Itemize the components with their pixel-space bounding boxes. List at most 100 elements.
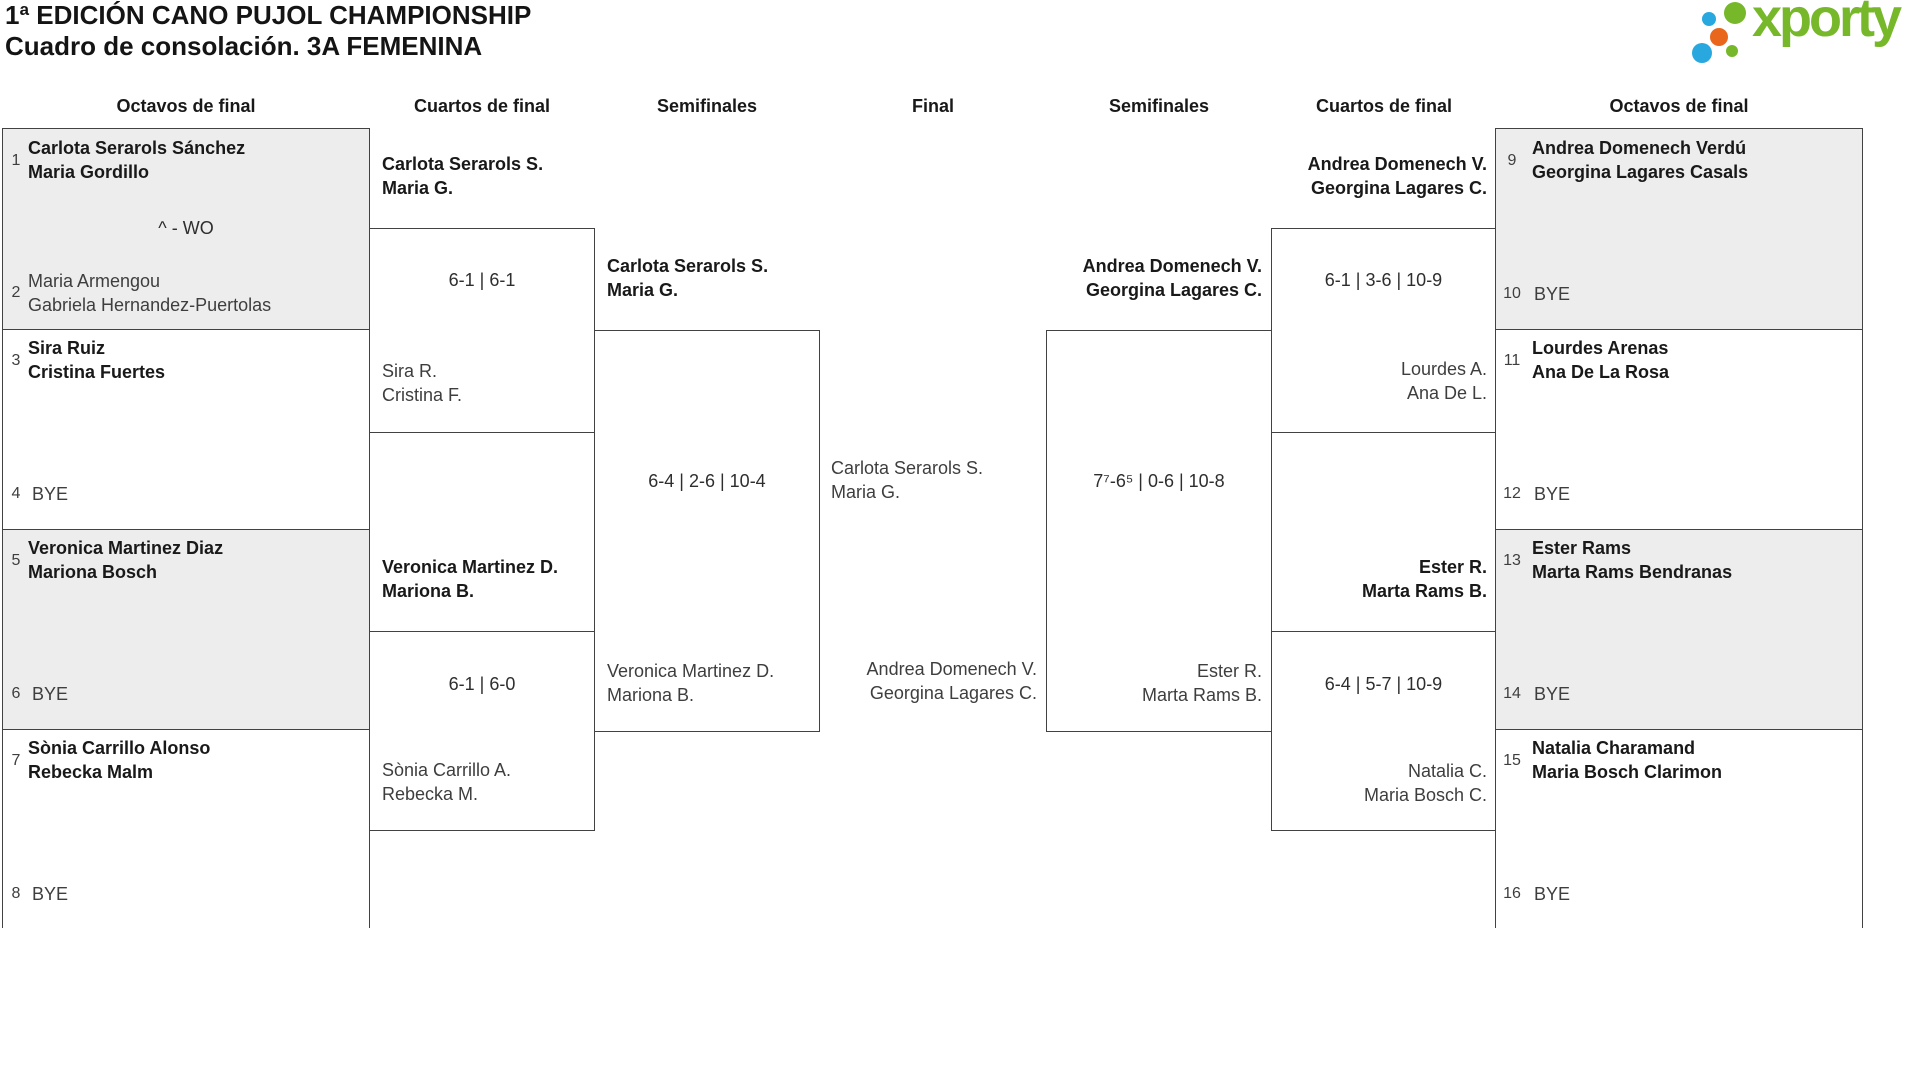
player-name: Veronica Martinez D. xyxy=(382,557,559,577)
bye-entry: BYE xyxy=(32,884,69,904)
match-score: 6-1 | 6-0 xyxy=(448,674,516,694)
team-entry: Natalia C. Maria Bosch C. xyxy=(1272,759,1487,807)
match-box xyxy=(3,129,369,329)
player-name: Veronica Martinez D. xyxy=(607,661,775,681)
player-name: Rebecka Malm xyxy=(28,762,154,782)
seed-number: 4 xyxy=(11,485,21,502)
player-name: Cristina F. xyxy=(382,385,463,405)
player-name: Mariona B. xyxy=(382,581,475,601)
match-score: ^ - WO xyxy=(158,218,214,238)
player-name: Marta Rams B. xyxy=(1361,581,1487,601)
player-name: Maria G. xyxy=(607,280,679,300)
xporty-logo[interactable]: xporty xyxy=(1690,0,1920,75)
team-entry: Ester Rams Marta Rams Bendranas xyxy=(1532,536,1732,584)
team-entry: Sònia Carrillo Alonso Rebecka Malm xyxy=(28,736,210,784)
player-name: Maria Armengou xyxy=(28,271,161,291)
r16-left-column xyxy=(2,128,370,929)
player-name: Georgina Lagares C. xyxy=(1085,280,1262,300)
seed-number: 10 xyxy=(1503,285,1521,302)
seed-number: 5 xyxy=(11,552,21,569)
player-name: Ester Rams xyxy=(1532,538,1632,558)
player-name: Andrea Domenech Verdú xyxy=(1532,138,1747,158)
seed-number: 12 xyxy=(1503,485,1521,502)
team-entry: Carlota Serarols S. Maria G. xyxy=(607,254,768,302)
player-name: Carlota Serarols Sánchez xyxy=(28,138,246,158)
round-label-final: Final xyxy=(911,96,955,116)
player-name: Mariona B. xyxy=(607,685,695,705)
player-name: Natalia Charamand xyxy=(1532,738,1696,758)
player-name: Carlota Serarols S. xyxy=(607,256,769,276)
player-name: Rebecka M. xyxy=(382,784,479,804)
qf-right-match1-box xyxy=(1271,228,1496,433)
sf-right-match-box xyxy=(1046,330,1272,732)
match-box xyxy=(3,529,369,729)
round-label-r16-right: Octavos de final xyxy=(1609,96,1749,116)
seed-number: 14 xyxy=(1503,685,1521,702)
player-name: Sira Ruiz xyxy=(28,338,106,358)
team-entry: Natalia Charamand Maria Bosch Clarimon xyxy=(1532,736,1722,784)
sf-left-match-box xyxy=(594,330,820,732)
player-name: Andrea Domenech V. xyxy=(1307,154,1487,174)
logo-dot-icon xyxy=(1692,43,1712,63)
team-entry: Sira R. Cristina F. xyxy=(382,359,462,407)
match-score: 7⁷-6⁵ | 0-6 | 10-8 xyxy=(1093,471,1225,491)
match-box xyxy=(1496,729,1862,929)
round-label-qf-left: Cuartos de final xyxy=(413,96,551,116)
match-score: 6-4 | 5-7 | 10-9 xyxy=(1324,674,1443,694)
player-name: Andrea Domenech V. xyxy=(866,659,1037,679)
round-label-r16-left: Octavos de final xyxy=(116,96,256,116)
match-box xyxy=(1496,129,1862,329)
logo-dot-icon xyxy=(1726,45,1738,57)
logo-wordmark: xporty xyxy=(1752,0,1902,48)
logo-dot-icon xyxy=(1710,28,1728,46)
seed-number: 2 xyxy=(11,284,21,301)
match-score: 6-1 | 3-6 | 10-9 xyxy=(1324,270,1443,290)
team-entry: Carlota Serarols S. Maria G. xyxy=(831,456,983,504)
logo-dot-icon xyxy=(1724,2,1746,24)
player-name: Cristina Fuertes xyxy=(28,362,166,382)
seed-number: 16 xyxy=(1503,885,1521,902)
player-name: Maria Bosch C. xyxy=(1363,785,1487,805)
seed-number: 11 xyxy=(1503,352,1521,369)
player-name: Sira R. xyxy=(382,361,438,381)
page-subtitle: Cuadro de consolación. 3A FEMENINA xyxy=(5,31,483,61)
team-entry: Andrea Domenech V. Georgina Lagares C. xyxy=(1272,152,1487,200)
team-entry: Ester R. Marta Rams B. xyxy=(1049,659,1262,707)
player-name: Andrea Domenech V. xyxy=(1082,256,1262,276)
player-name: Marta Rams Bendranas xyxy=(1532,562,1733,582)
seed-number: 1 xyxy=(11,152,21,169)
bye-entry: BYE xyxy=(32,684,69,704)
player-name: Natalia C. xyxy=(1407,761,1487,781)
player-name: Georgina Lagares C. xyxy=(869,683,1037,703)
r16-right-column xyxy=(1495,128,1863,929)
team-entry: Veronica Martinez Diaz Mariona Bosch xyxy=(28,536,223,584)
match-box xyxy=(1496,329,1862,529)
seed-number: 8 xyxy=(11,885,21,902)
player-name: Ester R. xyxy=(1418,557,1487,577)
round-label-sf-right: Semifinales xyxy=(1108,96,1210,116)
team-entry: Ester R. Marta Rams B. xyxy=(1272,555,1487,603)
team-entry: Lourdes Arenas Ana De La Rosa xyxy=(1532,336,1669,384)
seed-number: 7 xyxy=(11,752,21,769)
team-entry: Andrea Domenech Verdú Georgina Lagares C… xyxy=(1532,136,1748,184)
seed-number: 9 xyxy=(1507,152,1517,169)
team-entry: Veronica Martinez D. Mariona B. xyxy=(607,659,774,707)
player-name: Sònia Carrillo A. xyxy=(382,760,512,780)
logo-dot-icon xyxy=(1702,12,1716,26)
player-name: Mariona Bosch xyxy=(28,562,158,582)
player-name: Ana De L. xyxy=(1406,383,1487,403)
player-name: Lourdes Arenas xyxy=(1532,338,1669,358)
player-name: Georgina Lagares C. xyxy=(1310,178,1487,198)
player-name: Maria G. xyxy=(831,482,901,502)
player-name: Ana De La Rosa xyxy=(1532,362,1670,382)
seed-number: 6 xyxy=(11,685,21,702)
match-score: 6-4 | 2-6 | 10-4 xyxy=(648,471,766,491)
player-name: Marta Rams B. xyxy=(1141,685,1262,705)
page-title: 1ª EDICIÓN CANO PUJOL CHAMPIONSHIP xyxy=(5,0,532,30)
team-entry: Sònia Carrillo A. Rebecka M. xyxy=(382,758,511,806)
bye-entry: BYE xyxy=(1534,684,1571,704)
team-entry: Carlota Serarols Sánchez Maria Gordillo xyxy=(28,136,245,184)
team-entry: Andrea Domenech V. Georgina Lagares C. xyxy=(820,657,1037,705)
player-name: Ester R. xyxy=(1196,661,1262,681)
